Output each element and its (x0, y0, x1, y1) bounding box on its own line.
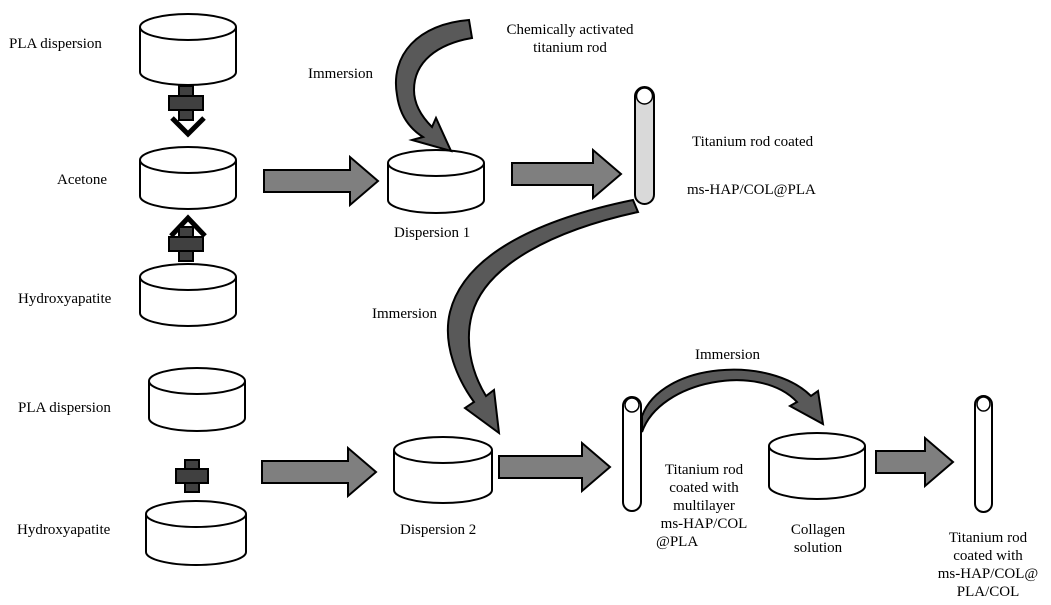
pla-dispersion-label: PLA dispersion (9, 36, 102, 52)
collagen-solution-container (768, 432, 866, 500)
acetone-container (139, 146, 237, 210)
immersion-label: Immersion (695, 347, 760, 363)
collagen-solution-label: Collagen solution (773, 521, 863, 557)
titanium-rod-icon (974, 395, 993, 513)
rod-final-label: Titanium rod coated with ms-HAP/COL@ PLA… (927, 529, 1049, 601)
chevron-up-icon (169, 214, 207, 238)
dispersion-1-container (387, 149, 485, 214)
hydroxyapatite-label: Hydroxyapatite (18, 291, 112, 307)
rod-coated-label: Titanium rod coated (692, 134, 814, 150)
label-line: multilayer (673, 498, 735, 514)
curved-arrow-icon (641, 368, 825, 433)
label-line: coated with (669, 480, 739, 496)
label-line: ms-HAP/COL (660, 516, 748, 532)
label-line: Titanium rod (664, 462, 744, 478)
acetone-label: Acetone (57, 172, 107, 188)
chemically-activated-rod-label: Chemically activated titanium rod (488, 21, 652, 57)
immersion-label: Immersion (372, 306, 437, 322)
block-arrow-right-icon (511, 147, 623, 201)
titanium-rod-icon (622, 396, 642, 512)
label-line: Collagen (790, 522, 846, 538)
pla-dispersion-top-container (139, 13, 237, 86)
rod-coated-material-label: ms-HAP/COL@PLA (687, 182, 816, 198)
dispersion-1-label: Dispersion 1 (394, 225, 471, 241)
chevron-down-icon (170, 116, 206, 138)
immersion-label: Immersion (308, 66, 373, 82)
plus-icon (175, 459, 209, 493)
rod-multilayer-label: Titanium rod coated with multilayer ms-H… (646, 461, 762, 551)
dispersion-2-container (393, 436, 493, 504)
plus-icon (168, 226, 204, 262)
pla-dispersion-bottom-container (148, 367, 246, 432)
block-arrow-right-icon (875, 435, 955, 489)
hydroxyapatite-bottom-container (145, 500, 247, 566)
plus-icon (168, 85, 204, 121)
label-line: coated with (953, 548, 1023, 564)
label-line: ms-HAP/COL@ (937, 566, 1039, 582)
titanium-rod-icon (634, 86, 655, 205)
dispersion-2-label: Dispersion 2 (400, 522, 477, 538)
block-arrow-right-icon (263, 154, 380, 208)
pla-dispersion-label: PLA dispersion (18, 400, 111, 416)
block-arrow-right-icon (498, 440, 612, 494)
label-line: @PLA (656, 534, 699, 550)
label-line: Chemically activated (506, 22, 634, 38)
label-line: titanium rod (533, 40, 607, 56)
label-line: Titanium rod (948, 530, 1028, 546)
label-line: solution (793, 540, 843, 556)
block-arrow-right-icon (261, 445, 378, 499)
curved-arrow-icon (446, 198, 640, 436)
hydroxyapatite-top-container (139, 263, 237, 327)
curved-arrow-icon (394, 18, 474, 153)
label-line: PLA/COL (956, 584, 1020, 600)
hydroxyapatite-label: Hydroxyapatite (17, 522, 111, 538)
